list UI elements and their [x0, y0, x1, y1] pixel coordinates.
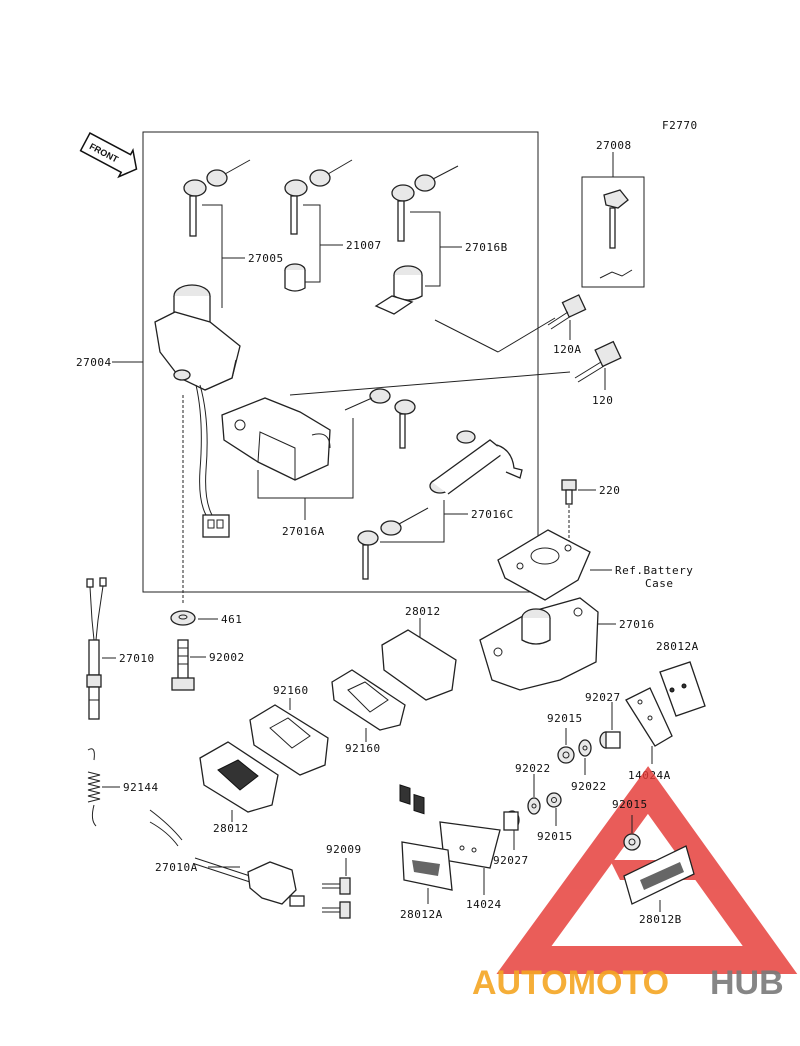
keys-27016a-icon: [344, 388, 416, 449]
label-14024: 14024: [466, 898, 502, 911]
ref-note-line2: Case: [645, 577, 674, 590]
label-92160-b: 92160: [345, 742, 381, 755]
keys-21007-icon: [284, 159, 353, 235]
lock-27016b-icon: [374, 265, 423, 315]
label-27005: 27005: [248, 252, 284, 265]
keys-27016c-icon: [357, 507, 429, 580]
collar-92027-a-icon: [599, 731, 621, 749]
bracket-14024-icon: [439, 821, 501, 869]
label-27016b: 27016B: [465, 241, 508, 254]
lock-body-27016a-icon: [221, 397, 331, 481]
nut-92015-c-icon: [623, 833, 641, 851]
nut-92015-b-icon: [546, 792, 562, 808]
label-28012a-bottom: 28012A: [400, 908, 443, 921]
label-27010: 27010: [119, 652, 155, 665]
washer-92022-a-icon: [527, 797, 541, 815]
bracket-27016-icon: [479, 597, 599, 691]
bracket-14024a-icon: [625, 687, 673, 747]
label-120a: 120A: [553, 343, 582, 356]
label-120: 120: [592, 394, 613, 407]
label-92144: 92144: [123, 781, 159, 794]
gasket-92160-a-icon: [331, 669, 406, 731]
plate-28012b-icon: [623, 845, 695, 905]
plate-28012a-bottom-icon: [401, 841, 453, 891]
keys-27016b-icon: [391, 165, 459, 242]
screw-92009-b-icon: [322, 901, 351, 919]
screw-220-icon: [561, 479, 577, 505]
label-27016: 27016: [619, 618, 655, 631]
label-27016c: 27016C: [471, 508, 514, 521]
wordmark-automoto: AUTOMOTO: [472, 964, 669, 1002]
gasket-92160-b-icon: [249, 704, 329, 776]
switch-28012-bottom-icon: [199, 741, 279, 813]
washer-461-icon: [170, 610, 196, 626]
cap-21007-icon: [284, 263, 306, 292]
plate-28012a-top-icon: [659, 661, 706, 717]
label-92022-b: 92022: [571, 780, 607, 793]
label-461: 461: [221, 613, 242, 626]
label-220: 220: [599, 484, 620, 497]
label-28012b: 28012B: [639, 913, 682, 926]
label-92015-c: 92015: [612, 798, 648, 811]
wordmark-hub: HUB: [710, 964, 784, 1002]
label-92160-a: 92160: [273, 684, 309, 697]
lock-cylinder-27016c-icon: [429, 430, 523, 495]
label-27016a: 27016A: [282, 525, 325, 538]
washer-92022-b-icon: [578, 739, 592, 757]
label-28012a-top: 28012A: [656, 640, 699, 653]
bolt-120a-icon: [547, 294, 587, 330]
nut-92015-a-icon: [557, 746, 575, 764]
label-27008: 27008: [596, 139, 632, 152]
label-27004: 27004: [76, 356, 112, 369]
figure-code: F2770: [662, 119, 698, 132]
switch-27010a-icon: [149, 809, 305, 907]
screw-92009-a-icon: [322, 877, 351, 895]
ignition-switch-icon: [154, 284, 241, 538]
spring-92144-icon: [87, 748, 101, 827]
automotohub-wordmark: AUTOMOTO HUB: [472, 964, 784, 1002]
switch-28012-top-icon: [381, 629, 457, 815]
keys-27005-icon: [183, 159, 251, 237]
label-92022-a: 92022: [515, 762, 551, 775]
label-92009: 92009: [326, 843, 362, 856]
collar-92027-b-icon: [503, 810, 520, 831]
switch-27010-icon: [86, 577, 107, 720]
ref-note-line1: Ref.Battery: [615, 564, 693, 577]
label-27010a: 27010A: [155, 861, 198, 874]
label-21007: 21007: [346, 239, 382, 252]
label-92015-a: 92015: [547, 712, 583, 725]
label-92027-b: 92027: [493, 854, 529, 867]
front-arrow-icon: FRONT: [79, 132, 138, 179]
battery-case-bracket-icon: [497, 529, 591, 601]
bolt-120-icon: [574, 340, 622, 383]
key-icon: [599, 189, 633, 279]
label-28012-bottom: 28012: [213, 822, 249, 835]
label-92002: 92002: [209, 651, 245, 664]
label-28012-top: 28012: [405, 605, 441, 618]
label-92015-b: 92015: [537, 830, 573, 843]
label-92027-a: 92027: [585, 691, 621, 704]
bolt-92002-icon: [171, 639, 195, 691]
